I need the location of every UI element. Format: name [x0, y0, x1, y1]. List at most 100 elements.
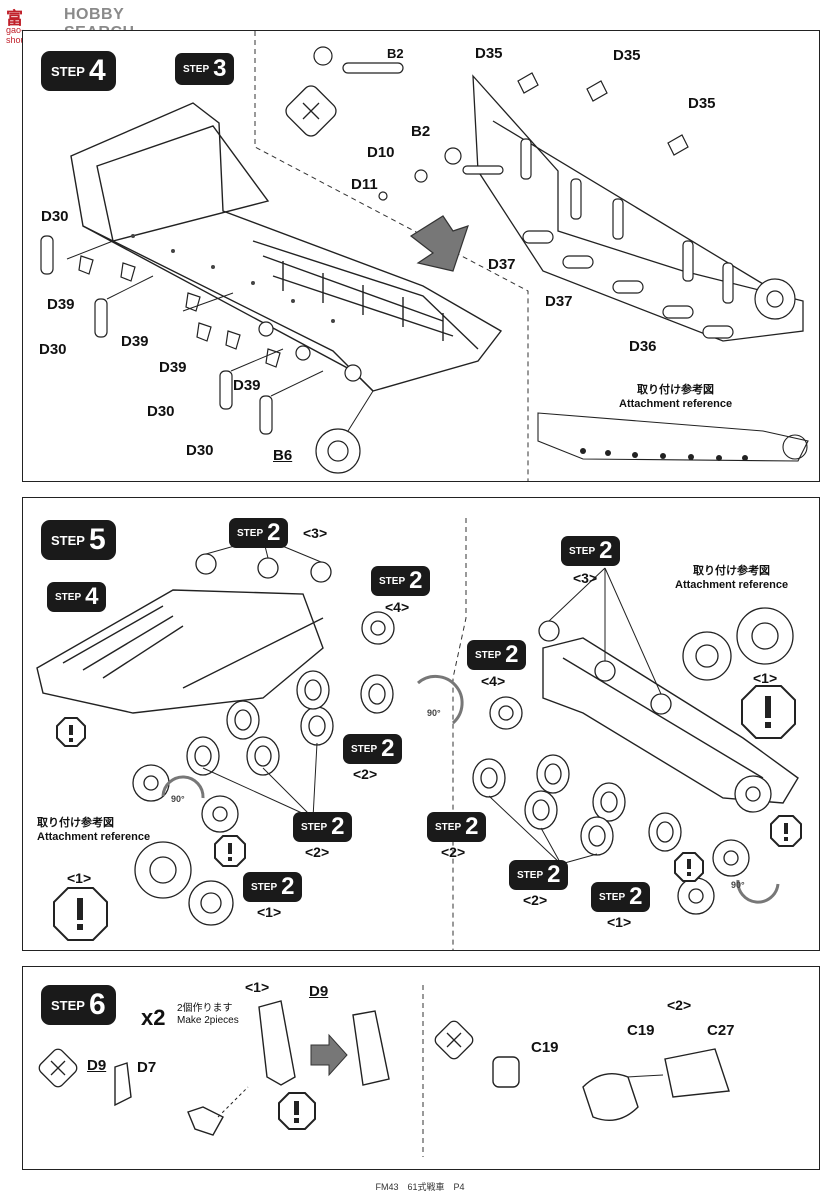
substep-label: <1> [607, 914, 632, 930]
step5-panel: STEP 5 STEP 4 STEP 2 <3> STEP 2 <4> STEP… [22, 497, 820, 951]
multiplier: x2 [141, 1005, 166, 1030]
step2-ref-badge: STEP 2 [561, 536, 621, 566]
step-word: STEP [475, 649, 502, 661]
part-label-c19: C19 [627, 1022, 655, 1039]
part-label-d7: D7 [137, 1059, 157, 1076]
make-two-note: 2個作ります Make 2pieces [177, 1003, 239, 1027]
substep-label: <2> [523, 892, 548, 908]
step-word: STEP [183, 63, 210, 75]
substep-label: <2> [305, 844, 330, 860]
step2-ref-badge: STEP 2 [371, 566, 431, 596]
part-label-d37: D37 [545, 293, 573, 310]
part-label-d39: D39 [47, 296, 75, 313]
note-jp: 2個作ります [177, 1003, 233, 1014]
step4-illustration [40, 31, 809, 481]
attachment-reference-jp: 取り付け参考図 [637, 384, 715, 396]
step-word: STEP [517, 869, 544, 881]
substep-label: <2> [353, 766, 378, 782]
part-label-b6: B6 [273, 447, 293, 464]
step-number: 2 [465, 813, 479, 840]
step-word: STEP [599, 891, 626, 903]
part-label-d39: D39 [233, 377, 261, 394]
watermark-logo: 富 [6, 9, 24, 29]
attachment-reference-jp: 取り付け参考図 [37, 817, 114, 829]
part-label-d35: D35 [613, 47, 641, 64]
step5-badge: STEP 5 [41, 520, 116, 560]
attachment-reference-en: Attachment reference [619, 398, 733, 410]
attachment-reference: 取り付け参考図 Attachment reference [619, 383, 732, 411]
attachment-reference: 取り付け参考図 Attachment reference [675, 564, 788, 592]
part-label-d9: D9 [309, 983, 329, 1000]
step-number: 2 [547, 861, 561, 888]
substep-label: <4> [481, 673, 506, 689]
rotation-label: 90° [427, 708, 441, 718]
note-en: Make 2pieces [177, 1015, 239, 1026]
step-word: STEP [251, 881, 278, 893]
substep-label: <3> [303, 525, 328, 541]
step2-ref-badge: STEP 2 [293, 812, 353, 842]
substep-label: <1> [67, 870, 92, 886]
attachment-reference-jp: 取り付け参考図 [693, 565, 771, 577]
substep-label: <4> [385, 599, 410, 615]
step2-ref-badge: STEP 2 [343, 734, 403, 764]
substep-label: <2> [667, 997, 692, 1013]
step-number: 2 [629, 883, 643, 910]
part-label-d36: D36 [629, 338, 657, 355]
step-number: 6 [88, 988, 106, 1021]
step-number: 2 [331, 813, 345, 840]
step2-ref-badge: STEP 2 [427, 812, 487, 842]
rotation-label: 90° [731, 880, 745, 890]
part-label-b2: B2 [411, 123, 431, 140]
step-number: 4 [88, 54, 106, 87]
part-label-d30: D30 [39, 341, 67, 358]
step2-ref-badge: STEP 2 [591, 882, 651, 912]
attachment-reference-en: Attachment reference [675, 579, 789, 591]
substep-label: <3> [573, 570, 598, 586]
page-footer: FM43 61式戦車 P4 [375, 1182, 465, 1192]
step-word: STEP [51, 997, 85, 1013]
part-label-d9: D9 [87, 1057, 107, 1074]
step4-panel: STEP 4 STEP 3 B2 B2 D10 D11 D35 D35 D35 … [22, 30, 820, 482]
part-label-c27: C27 [707, 1022, 735, 1039]
step2-ref-badge: STEP 2 [229, 518, 289, 548]
part-label-d30: D30 [41, 208, 69, 225]
step6-badge: STEP 6 [41, 985, 116, 1025]
step-word: STEP [55, 591, 82, 603]
step4-badge: STEP 4 [41, 51, 116, 91]
step-word: STEP [51, 63, 85, 79]
step2-ref-badge: STEP 2 [243, 872, 303, 902]
part-label-d37: D37 [488, 256, 516, 273]
part-label-d30: D30 [186, 442, 214, 459]
step-number: 2 [505, 641, 519, 668]
step3-ref-badge: STEP 3 [175, 53, 235, 85]
part-label-d35: D35 [688, 95, 716, 112]
substep-label: <1> [257, 904, 282, 920]
part-label-d39: D39 [159, 359, 187, 376]
part-label-d30: D30 [147, 403, 175, 420]
step2-ref-badge: STEP 2 [467, 640, 527, 670]
step-word: STEP [435, 821, 462, 833]
step-number: 4 [85, 583, 99, 610]
part-label-d35: D35 [475, 45, 503, 62]
substep-label: <1> [245, 979, 270, 995]
rotation-label: 90° [171, 794, 185, 804]
step-word: STEP [237, 527, 264, 539]
step-word: STEP [569, 545, 596, 557]
step-word: STEP [351, 743, 378, 755]
substep-label: <1> [753, 670, 778, 686]
step-word: STEP [301, 821, 328, 833]
attachment-reference: 取り付け参考図 Attachment reference [37, 816, 150, 844]
attachment-reference-en: Attachment reference [37, 831, 151, 843]
step4-ref-badge: STEP 4 [47, 582, 107, 612]
step-word: STEP [51, 532, 85, 548]
step-number: 2 [267, 519, 281, 546]
step-word: STEP [379, 575, 406, 587]
step-number: 2 [381, 735, 395, 762]
part-label-d10: D10 [367, 144, 395, 161]
step6-panel: STEP 6 x2 2個作ります Make 2pieces <1> <2> D9… [22, 966, 820, 1170]
step-number: 3 [213, 55, 227, 82]
step-number: 2 [281, 873, 295, 900]
step5-illustration [36, 518, 802, 950]
substep-label: <2> [441, 844, 466, 860]
part-label-b2: B2 [387, 46, 404, 61]
